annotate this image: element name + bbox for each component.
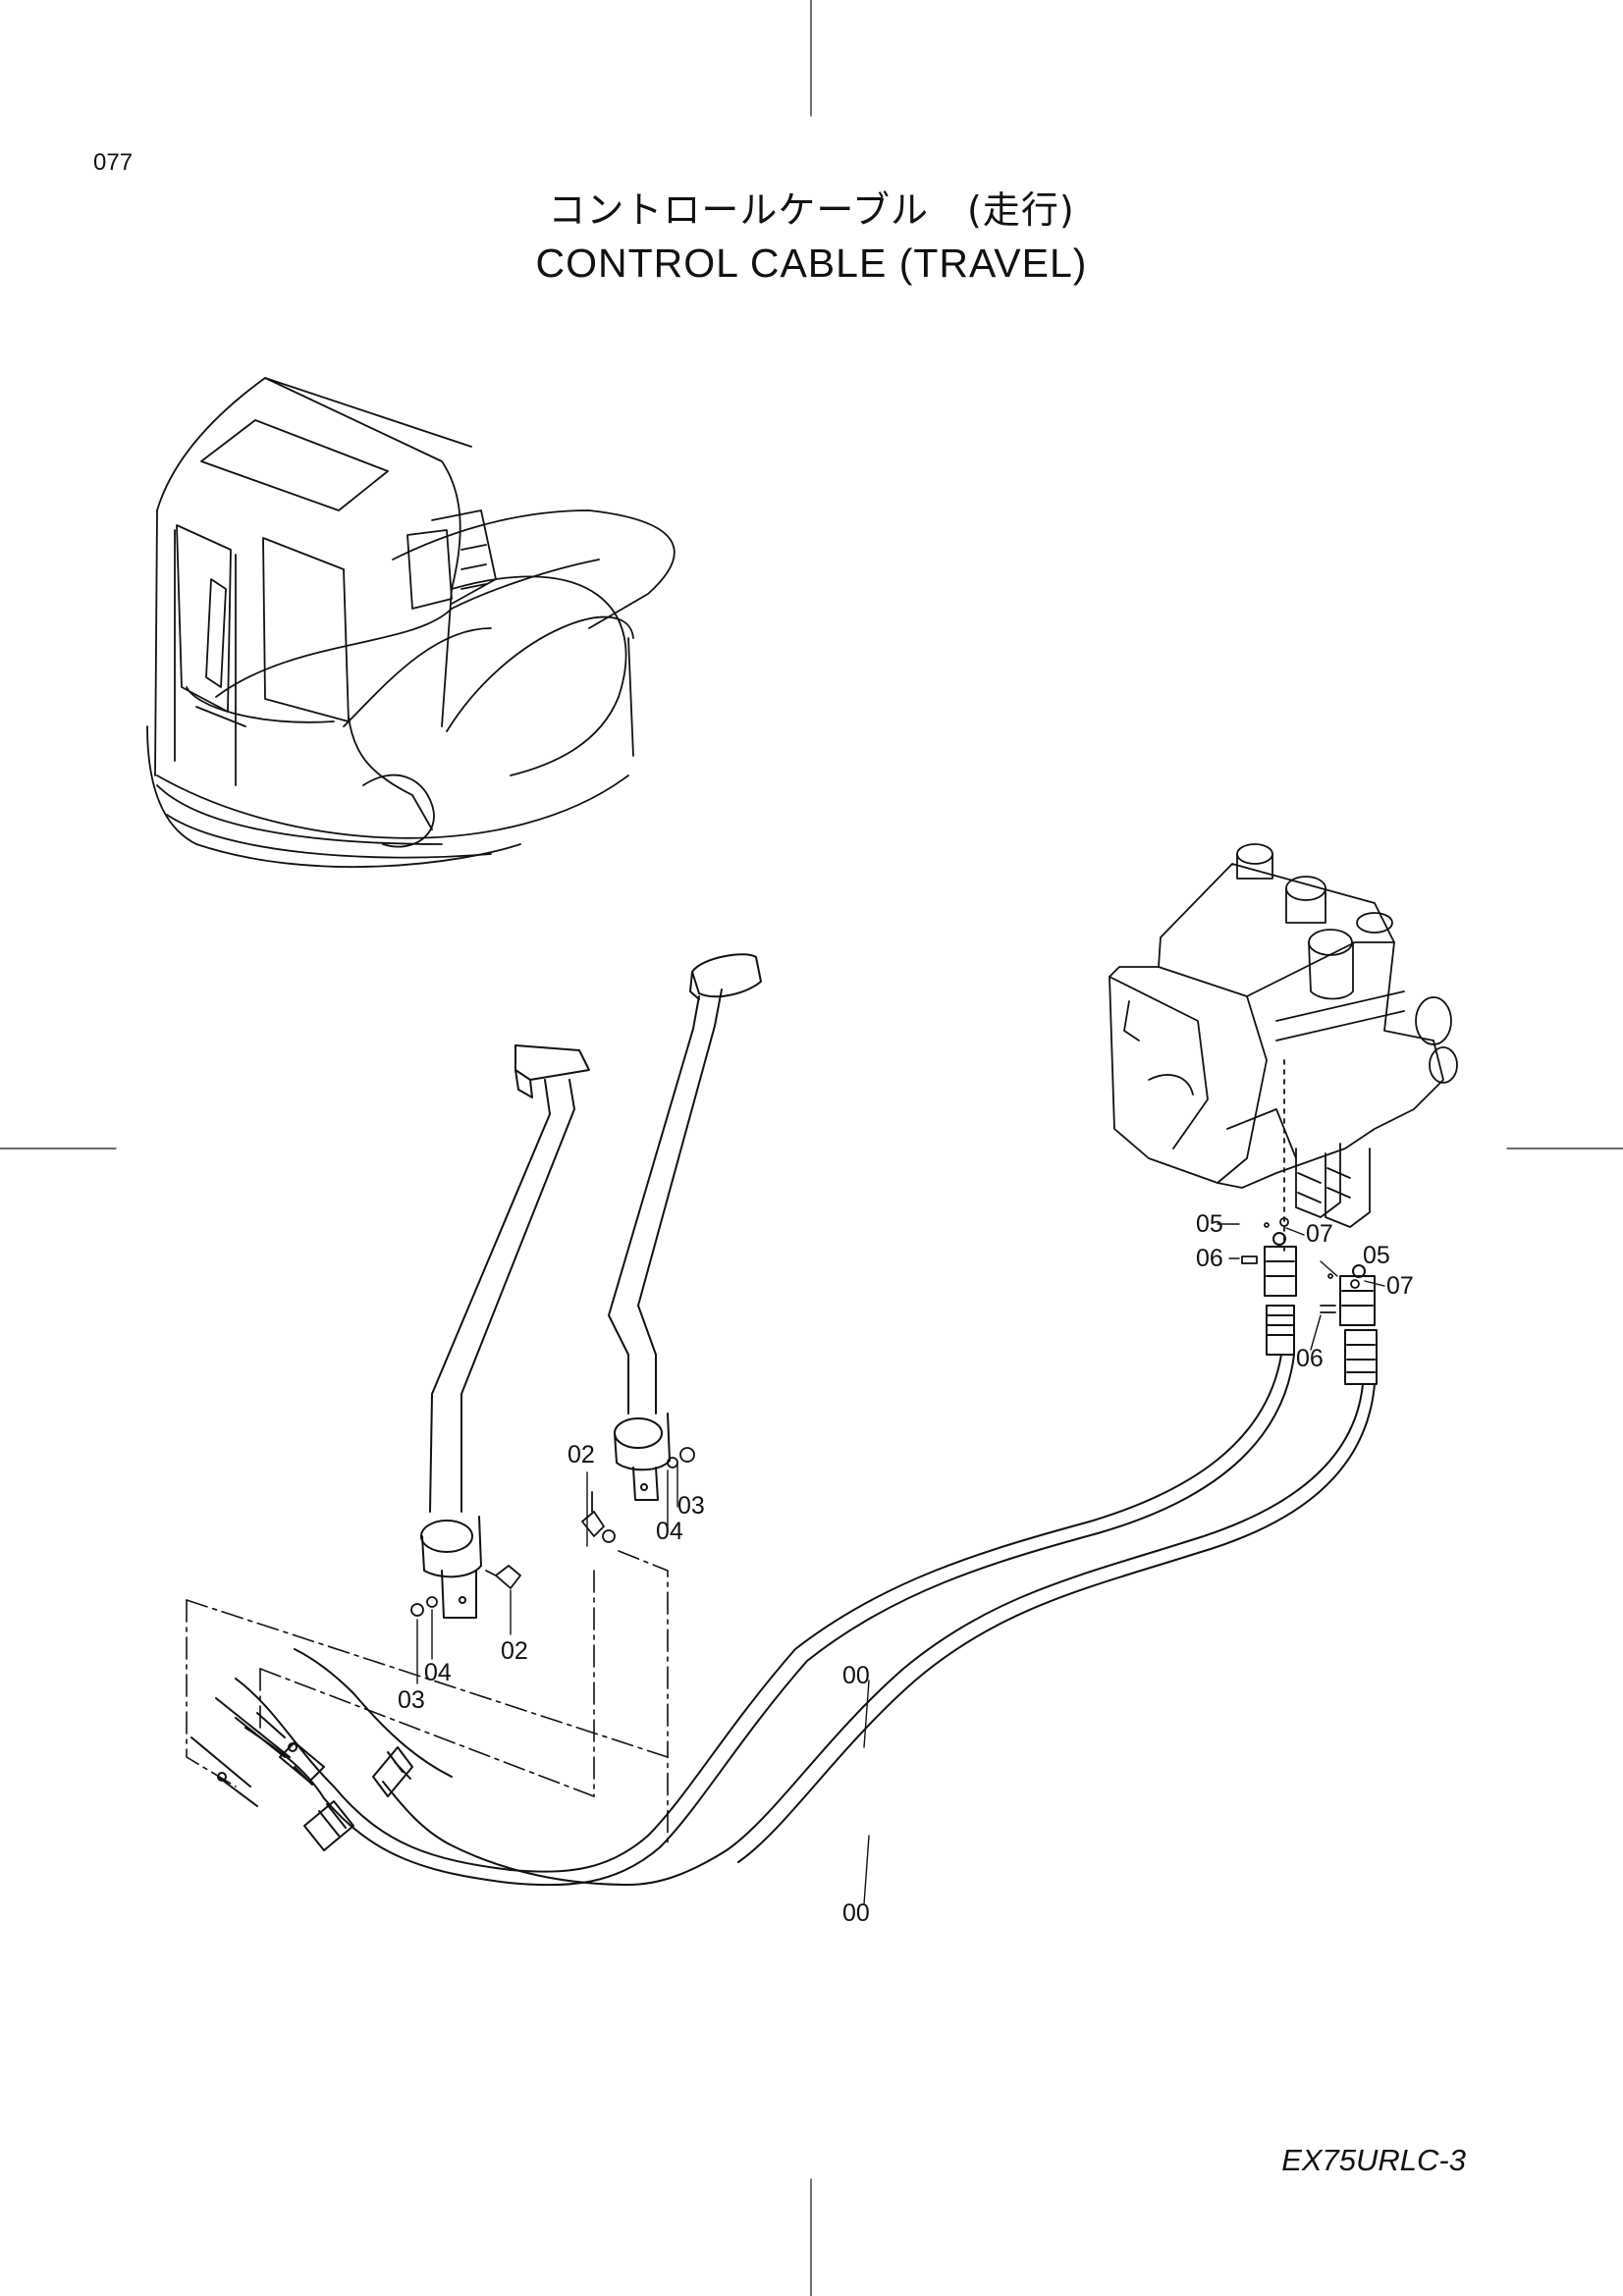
callout-03-right: 03 [677, 1492, 705, 1520]
assembly-lines [186, 1550, 669, 1846]
nut-left [410, 1603, 424, 1617]
callout-06-left: 06 [1196, 1245, 1223, 1272]
callout-00-upper: 00 [842, 1662, 870, 1689]
callout-03-left: 03 [398, 1686, 425, 1714]
travel-lever-right [608, 953, 762, 1501]
control-cables [190, 1232, 1378, 1887]
bolt-06-right [1320, 1305, 1336, 1313]
callout-04-left: 04 [424, 1659, 452, 1686]
callout-07-left: 07 [1306, 1220, 1333, 1248]
bolt-06-left [1241, 1255, 1258, 1264]
callout-04-right: 04 [656, 1518, 683, 1545]
callout-05-right: 05 [1363, 1242, 1390, 1269]
callout-02-left: 02 [501, 1637, 528, 1665]
callout-02-right: 02 [568, 1441, 595, 1468]
washer-07-right [1350, 1279, 1360, 1289]
title-english: CONTROL CABLE (TRAVEL) [535, 240, 1088, 286]
ball-joint-right [581, 1511, 605, 1537]
ball-joint-left [495, 1565, 521, 1589]
washer-right [602, 1529, 616, 1543]
control-valve [1109, 843, 1458, 1257]
page-number: 077 [93, 149, 134, 176]
washer-07-left [1279, 1217, 1289, 1227]
hardware-parts [410, 1217, 1360, 1617]
model-code: EX75URLC-3 [1281, 2143, 1466, 2177]
callout-05-left: 05 [1196, 1210, 1223, 1238]
title-japanese: コントロールケーブル (走行) [548, 188, 1075, 232]
callout-00-lower: 00 [842, 1899, 870, 1927]
callout-06-right: 06 [1296, 1345, 1324, 1372]
lock-washer-right [667, 1457, 678, 1468]
excavator-cab-illustration [146, 377, 676, 868]
lock-washer-left [426, 1596, 438, 1608]
callouts: 00 00 02 02 03 03 04 04 05 05 06 06 07 0… [398, 1210, 1414, 1927]
nut-right [679, 1447, 695, 1463]
travel-lever-left [420, 1044, 590, 1619]
callout-07-right: 07 [1386, 1272, 1414, 1300]
leader-lines [416, 1223, 1385, 1905]
